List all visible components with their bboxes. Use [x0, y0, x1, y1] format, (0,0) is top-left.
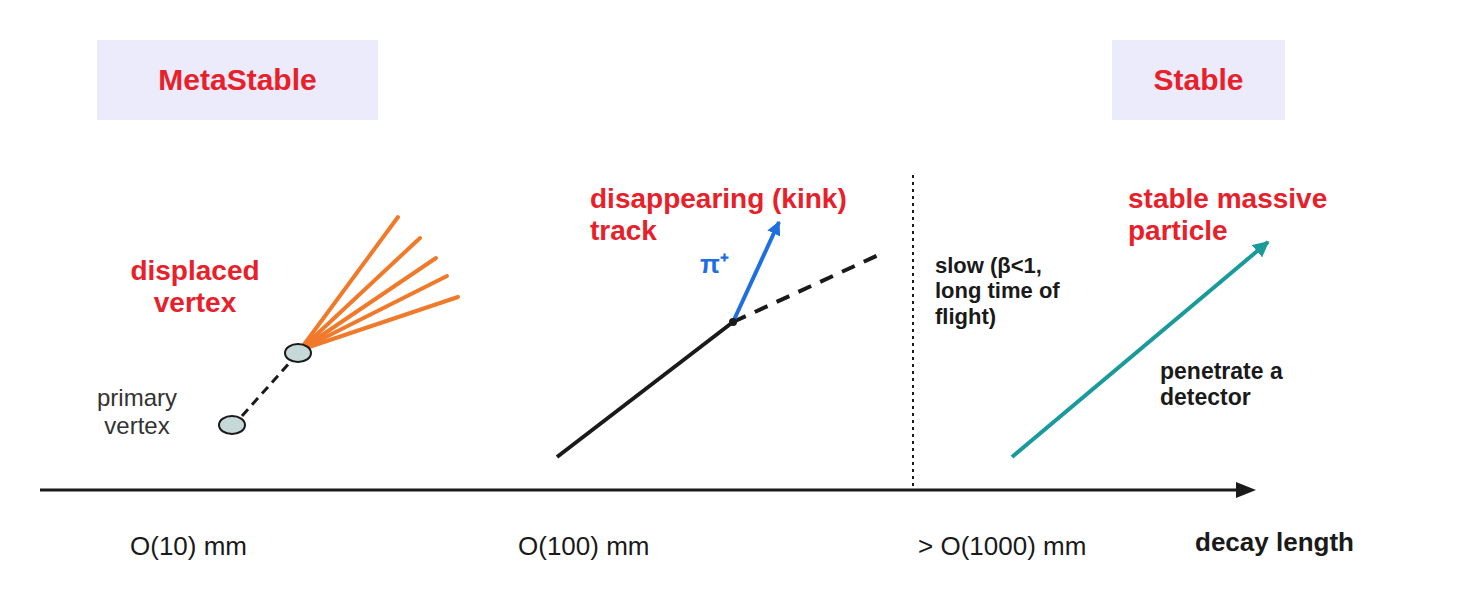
displaced-vertex-label: displaced vertex: [110, 255, 280, 319]
category-box: Stable: [1112, 40, 1285, 120]
category-box: MetaStable: [97, 40, 378, 120]
kink-track-label: disappearing (kink) track: [590, 183, 890, 247]
axis-arrowhead: [1236, 482, 1256, 498]
pion-track: [733, 222, 779, 322]
flight-path: [242, 360, 292, 416]
neutral-continuation: [733, 252, 885, 322]
scale-label: > O(1000) mm: [918, 532, 1086, 562]
decay-length-axis: [40, 489, 1250, 492]
decay-tracks: [300, 217, 458, 350]
category-title: MetaStable: [158, 63, 316, 98]
slow-note: slow (β<1, long time of flight): [935, 253, 1075, 329]
stable-particle-label: stable massive particle: [1128, 183, 1363, 247]
primary-vertex-label: primary vertex: [62, 384, 212, 439]
category-title: Stable: [1153, 63, 1243, 98]
pion-label: π⁺: [700, 250, 729, 280]
divider-line: [912, 175, 914, 488]
stable-particle-track: [1012, 242, 1268, 457]
charged-track: [557, 322, 733, 457]
scale-label: O(10) mm: [130, 532, 247, 562]
penetrate-note: penetrate a detector: [1160, 358, 1320, 411]
kink-point: [729, 318, 737, 326]
scale-label: O(100) mm: [518, 532, 649, 562]
displaced-vertex-marker: [285, 344, 311, 362]
axis-title: decay length: [1195, 528, 1354, 558]
primary-vertex: [219, 416, 245, 434]
